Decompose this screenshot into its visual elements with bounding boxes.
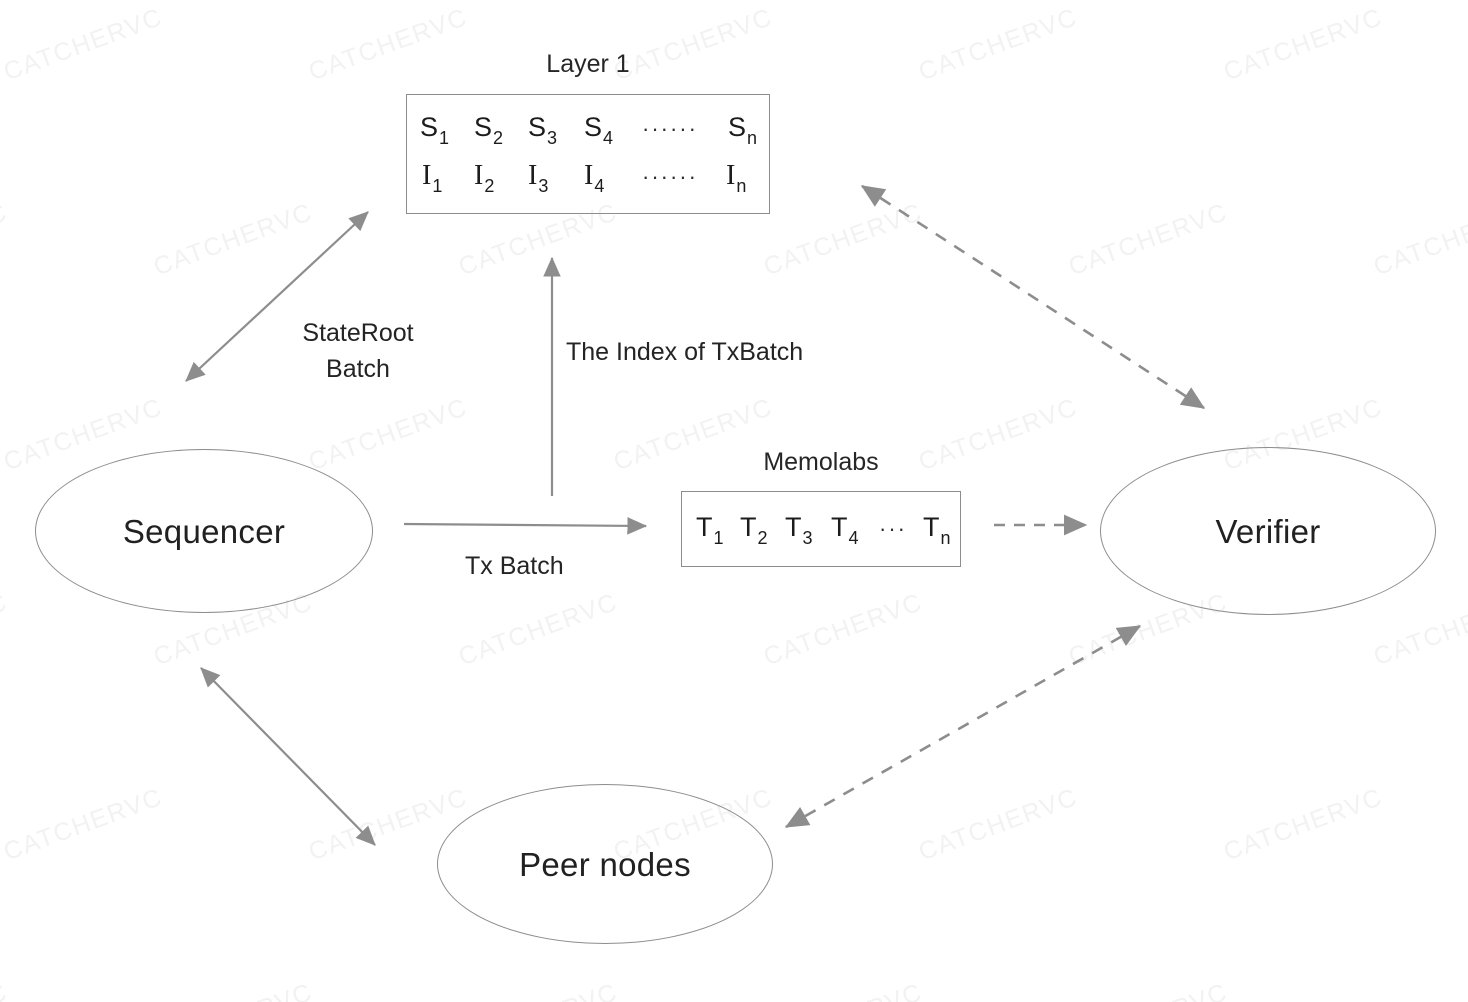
- layer1-state-ellipsis: ······: [642, 116, 698, 141]
- layer1-index-cell: I4: [584, 160, 605, 197]
- edge-label-stateroot-batch: StateRoot Batch: [258, 315, 458, 388]
- layer1-state-cell: S2: [474, 112, 504, 149]
- node-peer-nodes[interactable]: Peer nodes: [437, 784, 773, 944]
- watermark-text: CATCHERVC: [1370, 587, 1468, 672]
- edge-label-tx-batch: Tx Batch: [465, 552, 564, 580]
- watermark-text: CATCHERVC: [760, 587, 927, 672]
- watermark-text: CATCHERVC: [0, 978, 12, 1002]
- watermark-text: CATCHERVC: [1220, 2, 1387, 87]
- layer1-state-cell: S1: [420, 112, 450, 149]
- edge-sequencer-peer: [200, 667, 376, 846]
- memolabs-tx-ellipsis: ···: [879, 516, 907, 541]
- watermark-text: CATCHERVC: [0, 782, 167, 867]
- layer1-index-row: I1 I2 I3 I4 ······ In: [422, 160, 760, 197]
- node-verifier[interactable]: Verifier: [1100, 447, 1436, 615]
- node-sequencer-label: Sequencer: [122, 512, 286, 550]
- edge-peer-verifier: [784, 624, 1142, 829]
- watermark-text: CATCHERVC: [1370, 197, 1468, 282]
- watermark-text: CATCHERVC: [455, 587, 622, 672]
- watermark-text: CATCHERVC: [150, 197, 317, 282]
- layer1-state-cell-last: Sn: [728, 112, 758, 149]
- edge-label-index-of-txbatch: The Index of TxBatch: [566, 338, 804, 366]
- layer1-title: Layer 1: [546, 50, 630, 78]
- memolabs-box: [681, 491, 961, 567]
- layer1-state-cell: S4: [584, 112, 614, 149]
- watermark-text: CATCHERVC: [0, 197, 12, 282]
- layer1-index-cell: I2: [474, 160, 495, 197]
- watermark-text: CATCHERVC: [455, 978, 622, 1002]
- memolabs-tx-cell: T1: [696, 512, 724, 549]
- edge-layer1-verifier: [860, 184, 1206, 410]
- layer1-box: [406, 94, 770, 214]
- watermark-text: CATCHERVC: [1370, 978, 1468, 1002]
- layer1-index-cell: I1: [422, 160, 443, 197]
- watermark-text: CATCHERVC: [0, 587, 12, 672]
- layer1-index-cell: I3: [528, 160, 549, 197]
- memolabs-tx-cell: T4: [831, 512, 859, 549]
- watermark-text: CATCHERVC: [915, 782, 1082, 867]
- watermark-text: CATCHERVC: [150, 978, 317, 1002]
- memolabs-tx-cell: T2: [740, 512, 768, 549]
- layer1-state-row: S1 S2 S3 S4 ······ Sn: [420, 112, 758, 149]
- edge-label-stateroot-line1: StateRoot: [302, 319, 414, 347]
- edge-tx-batch: [403, 517, 648, 535]
- watermark-text: CATCHERVC: [915, 2, 1082, 87]
- memolabs-tx-cell: T3: [785, 512, 813, 549]
- watermark-text: CATCHERVC: [305, 392, 472, 477]
- layer1-index-ellipsis: ······: [642, 164, 698, 189]
- watermark-text: CATCHERVC: [0, 2, 167, 87]
- memolabs-tx-cell-last: Tn: [923, 512, 951, 549]
- edge-label-stateroot-line2: Batch: [326, 355, 390, 384]
- memolabs-title: Memolabs: [763, 448, 879, 476]
- node-sequencer[interactable]: Sequencer: [35, 449, 373, 613]
- watermark-text: CATCHERVC: [1065, 978, 1232, 1002]
- memolabs-tx-row: T1 T2 T3 T4 ··· Tn: [696, 512, 952, 549]
- watermark-text: CATCHERVC: [1220, 782, 1387, 867]
- watermark-text: CATCHERVC: [760, 978, 927, 1002]
- node-peer-nodes-label: Peer nodes: [519, 845, 691, 883]
- layer1-index-cell-last: In: [726, 160, 747, 197]
- node-verifier-label: Verifier: [1215, 512, 1321, 550]
- watermark-text: CATCHERVC: [1065, 197, 1232, 282]
- watermark-text: CATCHERVC: [760, 197, 927, 282]
- layer1-state-cell: S3: [528, 112, 558, 149]
